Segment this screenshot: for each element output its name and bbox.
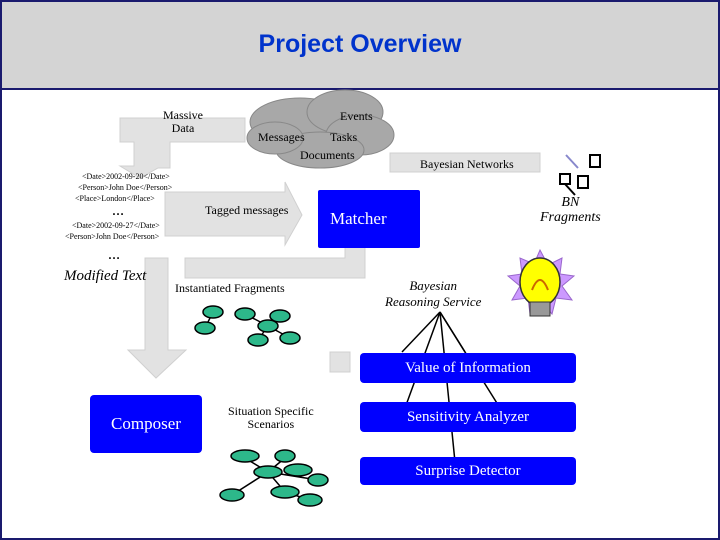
title-bar xyxy=(0,0,720,90)
composer-box: Composer xyxy=(90,395,202,453)
value-of-information-box: Value of Information xyxy=(360,353,576,383)
bayesian-networks-label: Bayesian Networks xyxy=(420,157,514,171)
situation-scenario-graph xyxy=(219,449,329,507)
slide-frame xyxy=(0,88,720,540)
matcher-label: Matcher xyxy=(330,209,387,228)
text-sample-ellipsis: … xyxy=(108,248,120,262)
messages-label: Messages xyxy=(258,130,305,144)
tasks-label: Tasks xyxy=(330,130,358,144)
massive-data-label: Massive Data xyxy=(163,108,203,135)
bn-fragments-label: BN Fragments xyxy=(540,195,601,225)
bn-fragments-icon xyxy=(559,154,601,196)
bayesian-reasoning-label: Bayesian Reasoning Service xyxy=(385,278,482,309)
matcher-box xyxy=(318,190,420,248)
arrow-down-to-composer xyxy=(126,257,188,379)
arrow-to-services xyxy=(329,351,351,373)
text-sample-line: <Person>John Doe</Person> xyxy=(65,232,160,241)
situation-scenarios-label: Situation Specific Scenarios xyxy=(228,404,314,431)
slide-title: Project Overview xyxy=(258,30,462,58)
text-sample-ellipsis: … xyxy=(112,204,124,218)
text-sample-line: <Person>John Doe</Person> xyxy=(78,183,173,192)
arrow-to-bn xyxy=(389,152,541,173)
tagged-messages-label: Tagged messages xyxy=(205,203,289,217)
text-sample-line: <Date>2002-09-27</Date> xyxy=(72,221,160,230)
sensitivity-analyzer-box: Sensitivity Analyzer xyxy=(360,402,576,432)
documents-label: Documents xyxy=(300,148,355,162)
arrow-tagged-messages xyxy=(164,181,303,247)
service-links xyxy=(401,311,501,463)
instantiated-fragments-label: Instantiated Fragments xyxy=(175,281,285,295)
modified-text-label: Modified Text xyxy=(64,268,147,284)
text-sample-line: <Place>London</Place> xyxy=(75,194,155,203)
events-label: Events xyxy=(340,109,373,123)
text-sample-line: <Date>2002-09-20</Date> xyxy=(82,172,170,181)
arrow-matcher-to-fragments xyxy=(184,244,366,279)
instantiated-fragments-graph xyxy=(194,305,301,347)
input-cloud xyxy=(246,89,395,169)
arrow-data-to-text xyxy=(118,117,246,179)
lightbulb-icon xyxy=(506,248,576,317)
surprise-detector-box: Surprise Detector xyxy=(360,457,576,485)
